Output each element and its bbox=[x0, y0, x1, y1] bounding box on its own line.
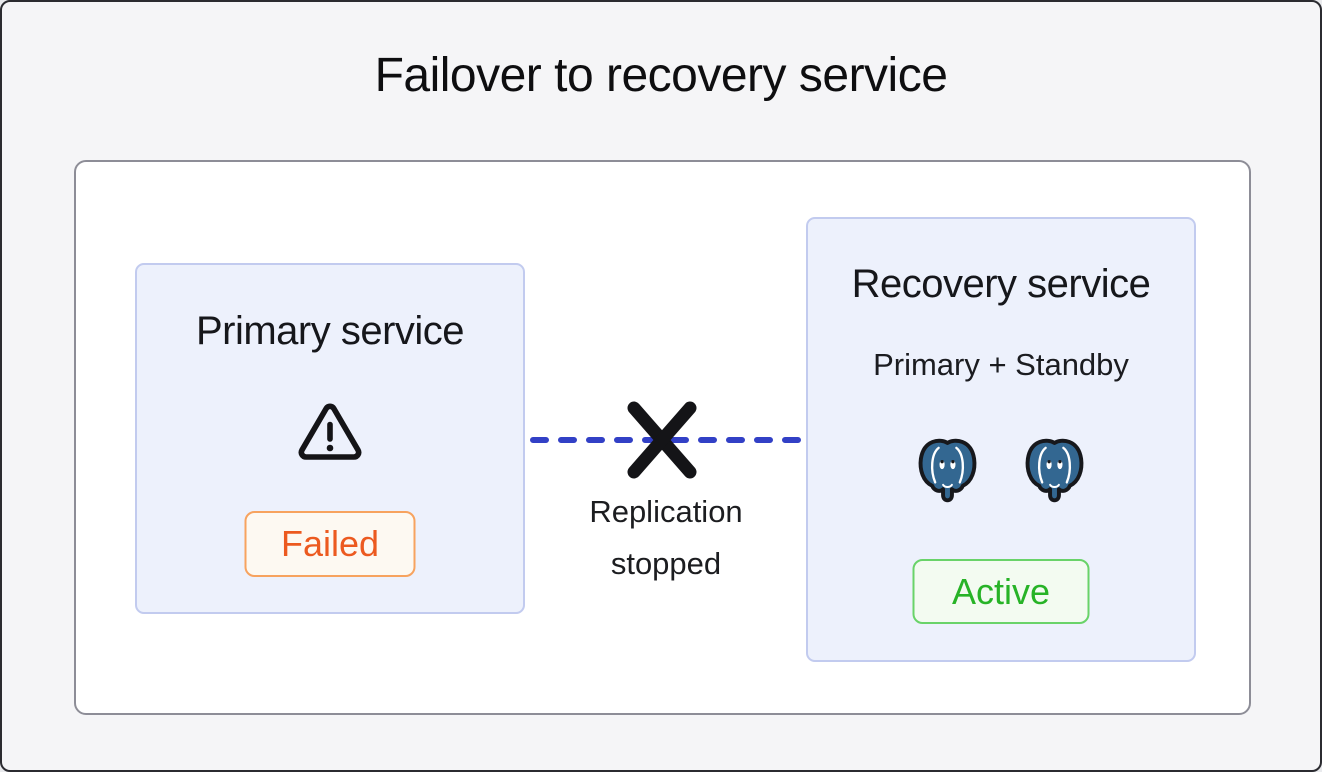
postgresql-elephant-icon bbox=[914, 437, 981, 513]
primary-service-box: Primary service Failed bbox=[135, 263, 525, 614]
replication-connector bbox=[530, 401, 801, 479]
postgresql-elephant-icon bbox=[1021, 437, 1088, 513]
recovery-service-subtitle: Primary + Standby bbox=[873, 347, 1129, 382]
database-icons-row bbox=[808, 437, 1194, 513]
x-mark-icon bbox=[627, 401, 697, 479]
diagram-container: Primary service Failed Replication stopp… bbox=[74, 160, 1251, 715]
failed-status-badge: Failed bbox=[244, 511, 416, 577]
page-title: Failover to recovery service bbox=[374, 49, 948, 102]
replication-stopped-label: Replication stopped bbox=[589, 494, 743, 581]
recovery-service-box: Recovery service Primary + Standby bbox=[806, 217, 1196, 662]
warning-triangle-icon bbox=[297, 401, 363, 463]
recovery-service-title: Recovery service bbox=[851, 262, 1151, 306]
active-status-badge: Active bbox=[912, 559, 1090, 624]
primary-service-title: Primary service bbox=[195, 309, 465, 353]
